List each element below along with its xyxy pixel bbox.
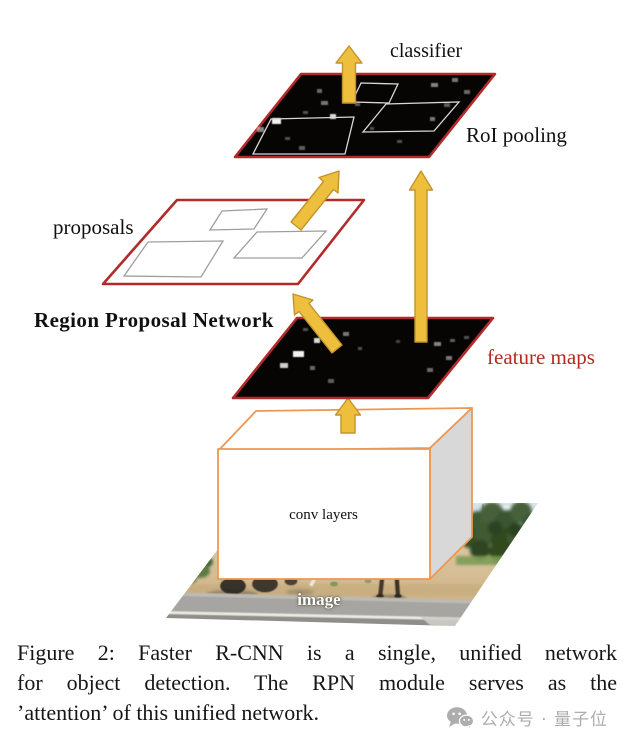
watermark-text: 公众号 · 量子位 (480, 710, 608, 730)
arrow-conv-to-featuremaps (334, 397, 362, 434)
roi-activations (257, 78, 470, 150)
faster-rcnn-architecture-diagram: classifier RoI pooling proposals Region … (34, 40, 595, 626)
classifier-label: classifier (390, 40, 463, 62)
feature-maps-label: feature maps (487, 345, 595, 369)
roi-box-right (361, 101, 461, 133)
watermark: 公众号 · 量子位 (446, 705, 608, 730)
image-label: image (297, 590, 341, 609)
arrow-roipooling-to-classifier (335, 45, 363, 104)
conv-layers-label: conv layers (289, 507, 358, 523)
feature-maps-activations (280, 326, 469, 383)
arrow-featuremaps-to-rpn (292, 293, 343, 354)
roi-pooling-layer (233, 72, 497, 159)
region-proposal-network-label: Region Proposal Network (34, 308, 274, 332)
roi-pooling-plane (233, 72, 497, 159)
proposals-label: proposals (53, 215, 134, 239)
roi-box-left (251, 116, 355, 155)
diagram-canvas (101, 45, 538, 626)
proposals-layer (101, 198, 366, 286)
caption-line-3: ’attention’ of this unified network. (17, 700, 320, 725)
photo-grass-tuft (330, 581, 338, 587)
wechat-icon (446, 706, 474, 730)
photo-grass-strip (456, 556, 538, 565)
proposal-box-right (232, 230, 328, 259)
figure-caption: Figure 2: Faster R-CNN is a single, unif… (17, 638, 617, 728)
roi-pooling-label: RoI pooling (466, 123, 567, 147)
arrow-proposals-to-roipooling (290, 170, 340, 231)
caption-line-2: for object detection. The RPN module ser… (17, 670, 617, 695)
proposal-box-left (122, 240, 225, 278)
conv-layers-box (217, 407, 473, 580)
caption-line-1: Figure 2: Faster R-CNN is a single, unif… (17, 640, 617, 665)
arrow-featuremaps-to-roipooling (408, 170, 434, 343)
conv-box-front-face (217, 448, 431, 580)
proposal-box-small (208, 208, 269, 231)
proposals-plane (101, 198, 366, 286)
